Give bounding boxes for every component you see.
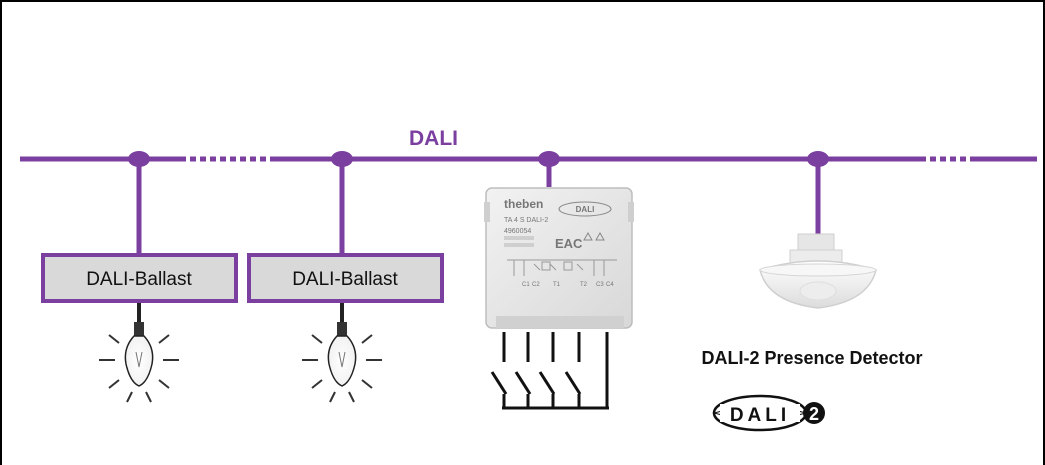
logo-version: 2 — [809, 404, 819, 424]
switch-contact — [564, 371, 582, 395]
ballast-1: DALI-Ballast — [41, 253, 238, 324]
lightbulb-icon — [302, 322, 382, 403]
switch-contact — [514, 371, 532, 395]
device-brand: theben — [504, 197, 543, 211]
logo-version-badge — [803, 402, 825, 424]
lightbulb-icon — [99, 322, 179, 403]
switch-contact — [538, 371, 556, 395]
svg-text:C3: C3 — [596, 282, 604, 288]
device-logo-text: DALI — [576, 205, 595, 214]
svg-text:T1: T1 — [553, 282, 561, 288]
ballast-label: DALI-Ballast — [292, 269, 398, 290]
detector-label: DALI-2 Presence Detector — [701, 348, 922, 368]
device-model: TA 4 S DALI-2 — [504, 217, 548, 224]
bus-label: DALI — [409, 127, 458, 150]
dali-bus: DALI — [20, 127, 1037, 162]
device-terminal-labels: C1 C2 T1 T2 C3 C4 — [522, 282, 614, 288]
device-base — [496, 316, 624, 328]
device-mark: EAC — [555, 236, 583, 251]
dali-2-logo-icon: DALI 2 — [712, 394, 825, 432]
switch-contact — [490, 371, 508, 395]
ballast-box — [41, 253, 238, 303]
logo-text: DALI — [730, 405, 790, 426]
svg-text:C2: C2 — [532, 282, 540, 288]
device-article: 4960054 — [504, 228, 531, 235]
presence-detector: DALI-2 Presence Detector — [701, 233, 923, 368]
ballast-2: DALI-Ballast — [247, 253, 444, 324]
svg-text:T2: T2 — [580, 282, 588, 288]
ballast-box — [247, 253, 444, 303]
push-button-interface-device: theben DALI TA 4 S DALI-2 4960054 EAC C1… — [484, 187, 634, 329]
bus-junctions — [128, 151, 829, 254]
device-dali-logo — [558, 201, 612, 217]
svg-text:C1: C1 — [522, 282, 530, 288]
push-buttons-wiring — [490, 332, 609, 410]
device-wiring-diagram — [507, 259, 617, 276]
ballast-label: DALI-Ballast — [86, 269, 192, 290]
svg-text:C4: C4 — [606, 282, 614, 288]
